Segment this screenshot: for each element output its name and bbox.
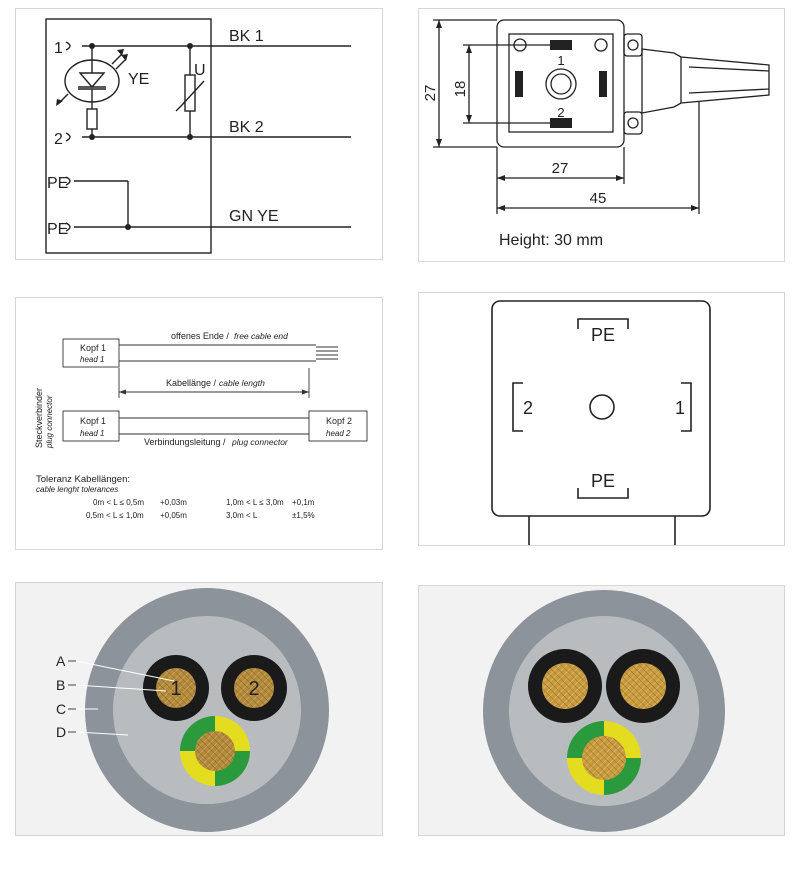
tolerance-value: ±1,5% <box>292 511 315 520</box>
length-label-en: cable length <box>219 378 265 388</box>
led-resistor <box>86 108 98 130</box>
tolerance-value: +0,03m <box>160 498 187 507</box>
core-2-conductor <box>620 663 666 709</box>
connector-face <box>491 300 711 517</box>
head1-label-de: Kopf 1 <box>80 343 106 353</box>
head1-box <box>62 338 120 368</box>
cable-gland <box>641 48 770 114</box>
free-end-label-de: offenes Ende / <box>171 331 229 341</box>
connector-label-de: Verbindungsleitung / <box>144 437 226 447</box>
head2-label-en: head 2 <box>326 429 351 438</box>
tolerance-value: +0,05m <box>160 511 187 520</box>
cable-cross-section <box>483 590 725 832</box>
free-end-label-en: free cable end <box>234 331 288 341</box>
tolerance-range: 0m < L ≤ 0,5m <box>93 498 144 507</box>
pin-1-label: 1 <box>675 398 685 418</box>
ground-core <box>567 721 641 795</box>
core-2-number: 2 <box>248 678 259 700</box>
ground-core <box>180 716 250 786</box>
led-symbol <box>64 59 120 103</box>
cable-types-diagram: Steckverbinder plug connector Kopf 1 hea… <box>34 331 368 520</box>
tolerance-range: 0,5m < L ≤ 1,0m <box>86 511 144 520</box>
head2-label-de: Kopf 2 <box>326 416 352 426</box>
pin-contact-left <box>515 71 523 97</box>
bk2-label: BK 2 <box>229 119 264 136</box>
tolerance-range: 3,0m < L <box>226 511 258 520</box>
pe-bottom-contact <box>577 488 629 499</box>
cable-types-panel: Steckverbinder plug connector Kopf 1 hea… <box>15 297 383 550</box>
pin-contact-right <box>599 71 607 97</box>
head1b-box <box>62 410 120 442</box>
dimensions-panel: 27 18 1 2 27 45 Height: 30 mm <box>418 8 785 262</box>
head1b-label-en: head 1 <box>80 429 104 438</box>
pe-bottom-label: PE <box>47 221 68 238</box>
tolerance-range: 1,0m < L ≤ 3,0m <box>226 498 284 507</box>
varistor <box>184 74 196 112</box>
bk1-label: BK 1 <box>229 28 264 45</box>
cable-section-labeled-panel: A B C D 1 2 <box>15 582 383 836</box>
height-note: Height: 30 mm <box>499 232 603 249</box>
callout-d: D <box>56 724 66 740</box>
dim-pin-2: 2 <box>557 105 564 120</box>
connector-dimension-drawing: 27 18 1 2 27 45 Height: 30 mm <box>422 19 770 249</box>
cable-section-panel <box>418 585 785 836</box>
circuit-schematic: 1 2 YE U BK 1 BK 2 PE PE GN YE <box>45 18 351 254</box>
housing-outline <box>45 18 212 254</box>
pe-top-label: PE <box>47 175 68 192</box>
tolerance-title: Toleranz Kabellängen: <box>36 474 130 485</box>
center-hole <box>589 394 615 420</box>
pin-2-label: 2 <box>523 398 533 418</box>
pin-face-diagram: PE 2 1 PE <box>491 300 711 545</box>
pin1-label: 1 <box>54 40 63 57</box>
led-label: YE <box>128 71 149 88</box>
core-1-conductor <box>542 663 588 709</box>
callout-b: B <box>56 677 65 693</box>
pe-top-contact <box>577 318 629 329</box>
pin2-label: 2 <box>54 131 63 148</box>
head1b-label-de: Kopf 1 <box>80 416 106 426</box>
dim-width-27: 27 <box>552 160 569 177</box>
plug-connector-label-de: Steckverbinder <box>34 388 44 448</box>
circuit-schematic-panel: 1 2 YE U BK 1 BK 2 PE PE GN YE <box>15 8 383 260</box>
tolerance-subtitle: cable lenght tolerances <box>36 485 118 494</box>
connector-label-en: plug connector <box>231 437 289 447</box>
length-label-de: Kabellänge / <box>166 378 217 388</box>
dim-width-45: 45 <box>590 190 607 207</box>
head2-box <box>308 410 368 442</box>
core-1-number: 1 <box>170 678 181 700</box>
gnye-label: GN YE <box>229 208 279 225</box>
pe-top-label: PE <box>591 325 615 345</box>
head1-label-en: head 1 <box>80 355 104 364</box>
connector-body <box>496 19 625 148</box>
dim-pin-1: 1 <box>557 53 564 68</box>
pin-2-contact <box>512 382 523 432</box>
callout-c: C <box>56 701 66 717</box>
pe-bottom-label: PE <box>591 471 615 491</box>
dim-height-18: 18 <box>452 81 469 98</box>
plug-connector-label-en: plug connector <box>45 395 54 449</box>
core-2-conductor <box>234 668 274 708</box>
core-1-conductor <box>156 668 196 708</box>
varistor-label: U <box>194 62 206 79</box>
center-hole <box>545 68 577 100</box>
dim-height-27: 27 <box>422 85 439 102</box>
pin-face-panel: PE 2 1 PE <box>418 292 785 546</box>
cable-cross-section-labeled: A B C D 1 2 <box>56 588 329 832</box>
tolerance-value: +0,1m <box>292 498 315 507</box>
pin-1-contact <box>681 382 692 432</box>
callout-a: A <box>56 653 66 669</box>
